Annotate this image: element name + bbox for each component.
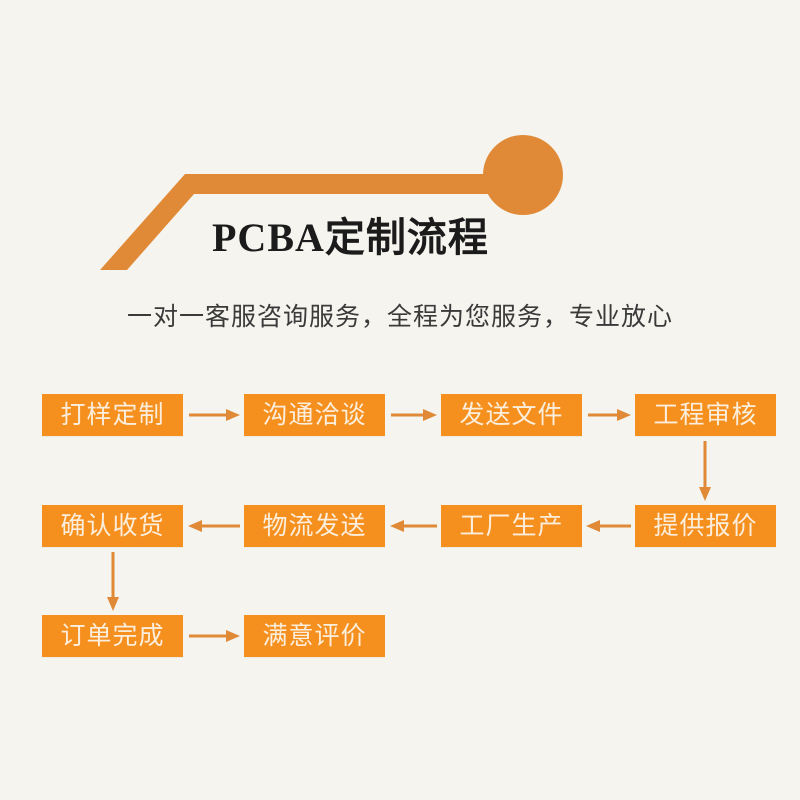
flow-node-label: 沟通洽谈 <box>262 399 367 429</box>
flow-node-n9[interactable]: 订单完成 <box>42 615 183 657</box>
flow-node-n7[interactable]: 物流发送 <box>244 505 385 547</box>
flow-node-n3[interactable]: 发送文件 <box>441 394 582 436</box>
flow-node-label: 打样定制 <box>60 399 165 429</box>
flow-node-label: 满意评价 <box>262 620 367 650</box>
page-title: PCBA定制流程 <box>212 215 489 260</box>
flow-node-n5[interactable]: 提供报价 <box>635 505 776 547</box>
flow-node-label: 物流发送 <box>262 510 367 540</box>
flow-node-label: 提供报价 <box>653 510 758 540</box>
flow-node-n8[interactable]: 确认收货 <box>42 505 183 547</box>
flow-node-label: 确认收货 <box>60 510 165 540</box>
page-subtitle: 一对一客服咨询服务，全程为您服务，专业放心 <box>126 302 673 331</box>
flow-node-n4[interactable]: 工程审核 <box>635 394 776 436</box>
flow-node-label: 订单完成 <box>60 620 165 650</box>
flow-node-label: 发送文件 <box>459 399 564 429</box>
flow-node-n1[interactable]: 打样定制 <box>42 394 183 436</box>
flow-node-n10[interactable]: 满意评价 <box>244 615 385 657</box>
flow-node-label: 工程审核 <box>653 399 758 429</box>
flow-node-n2[interactable]: 沟通洽谈 <box>244 394 385 436</box>
flow-node-n6[interactable]: 工厂生产 <box>441 505 582 547</box>
flow-node-label: 工厂生产 <box>459 510 564 540</box>
